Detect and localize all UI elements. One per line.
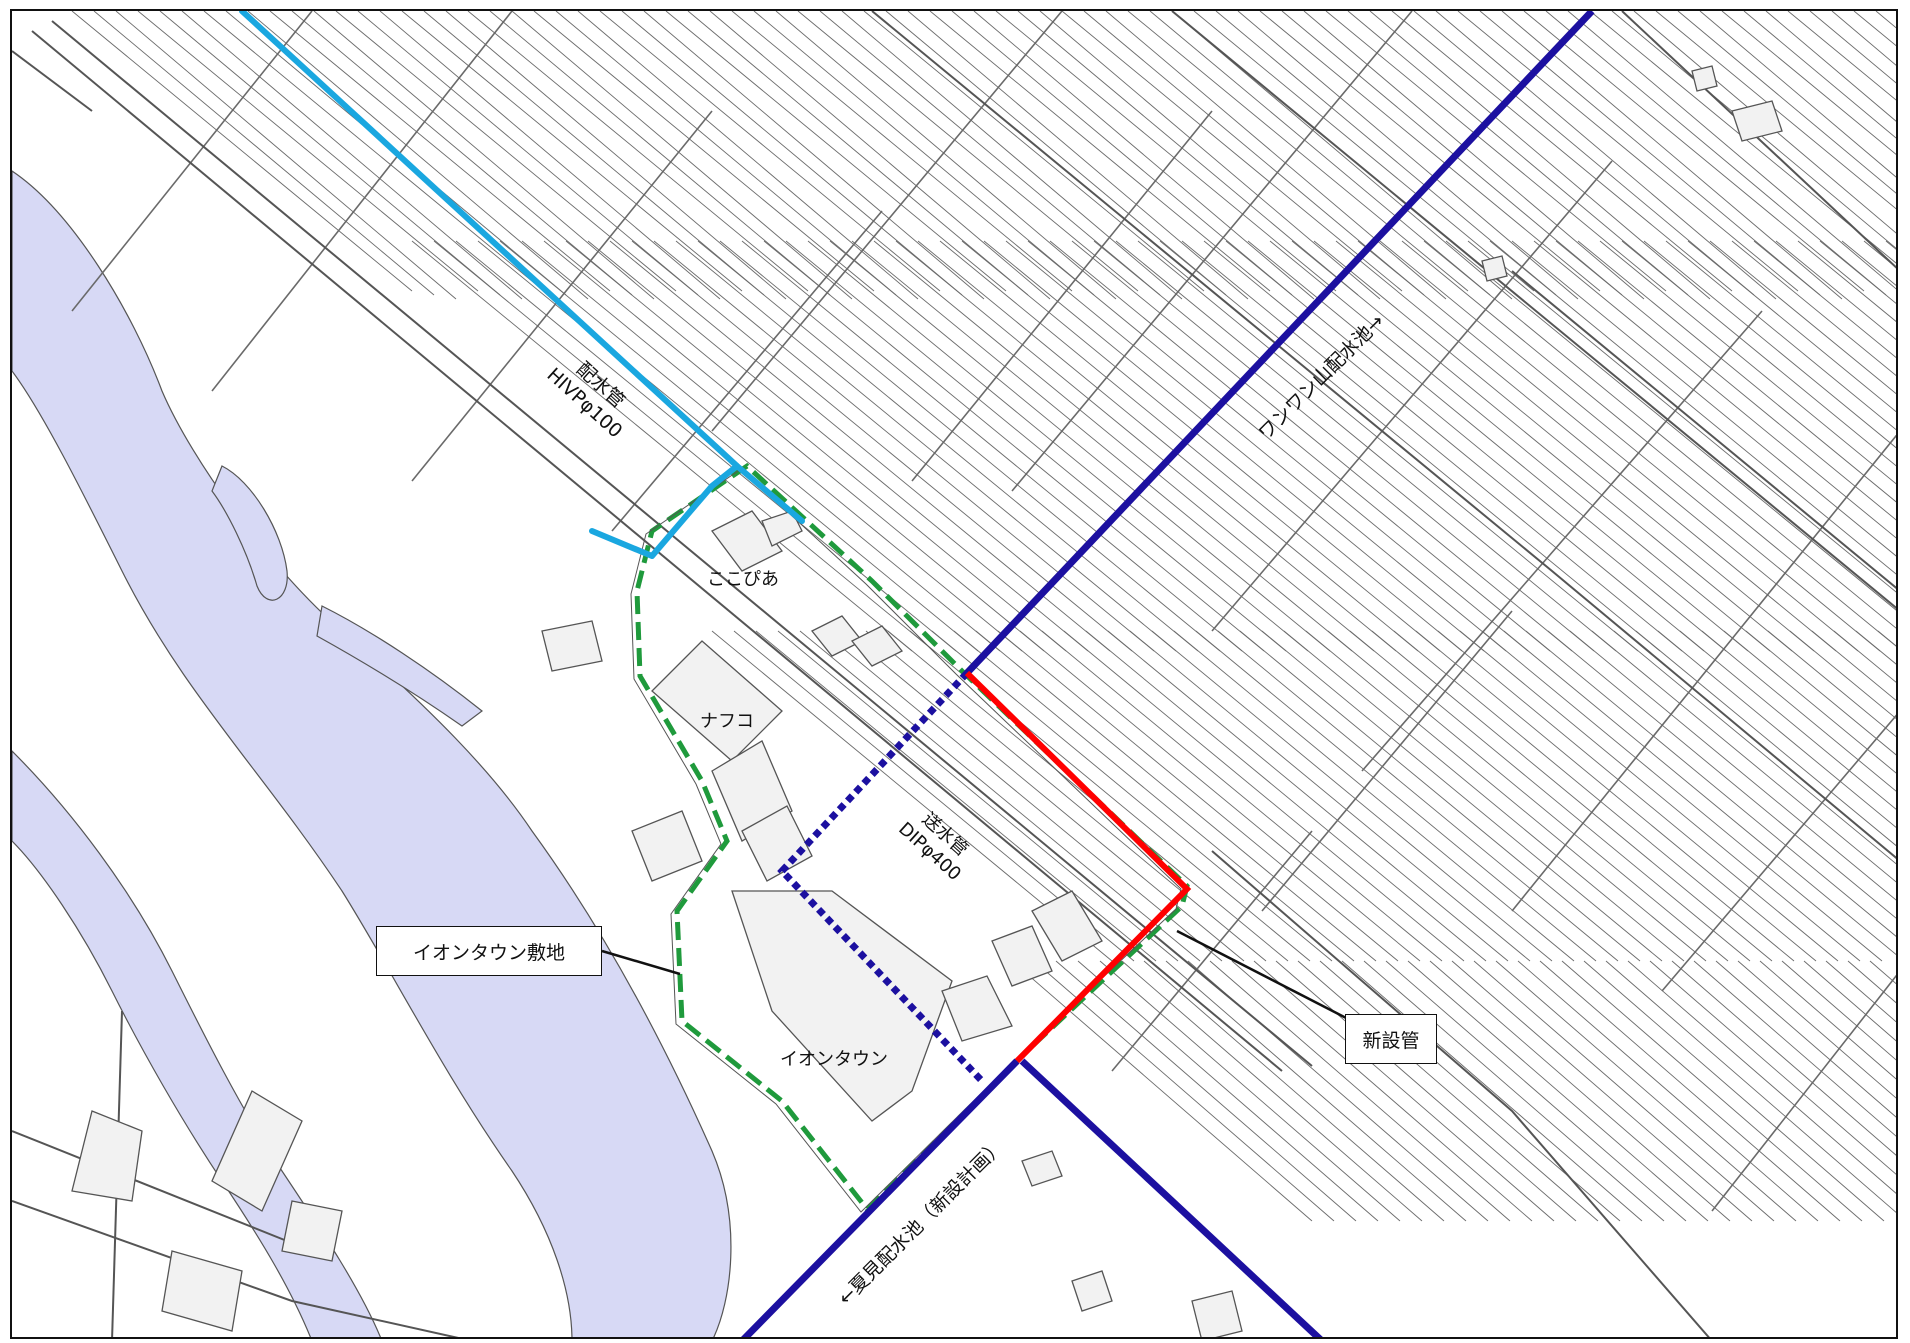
map-canvas[interactable] [12, 11, 1898, 1339]
callout-site-box: イオンタウン敷地 [376, 926, 602, 976]
land-parcels [72, 11, 1898, 1221]
callout-leaders [601, 929, 1353, 1023]
map-frame[interactable]: 配水管 HIVPφ100 送水管 DIPφ400 ワンワン山配水池→ ←夏見配水… [10, 9, 1898, 1339]
river [12, 170, 732, 1337]
new-pipe [964, 670, 1192, 1064]
facility-kokopia-label: ここぴあ [707, 569, 779, 590]
facility-nafco-label: ナフコ [700, 711, 754, 732]
distribution-pipe [239, 11, 805, 559]
transmission-pipe [741, 11, 1595, 1337]
facility-aeontown-label: イオンタウン [780, 1049, 888, 1070]
site-boundary-outline [630, 468, 1182, 1213]
buildings [71, 65, 1783, 1337]
callout-new-pipe-box: 新設管 [1345, 1014, 1437, 1064]
